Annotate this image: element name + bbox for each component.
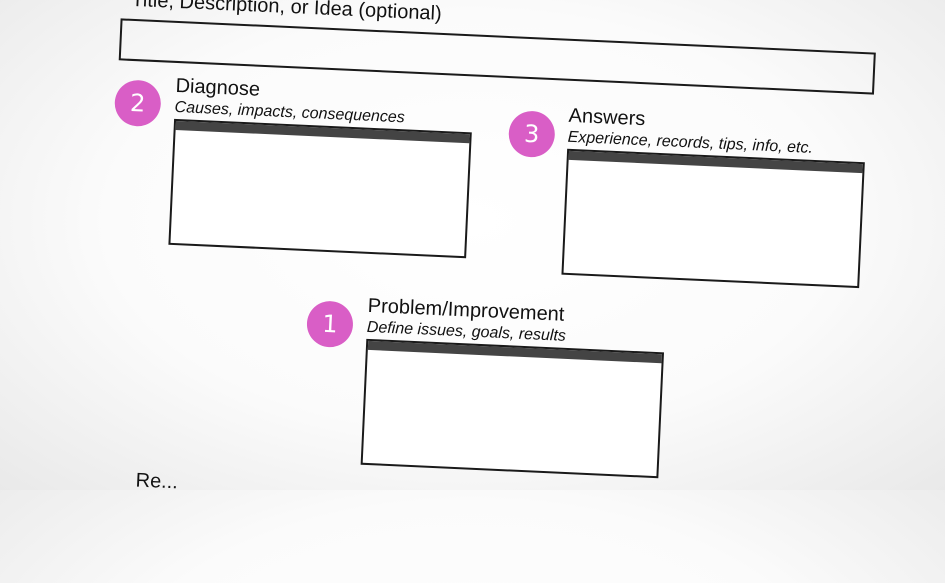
step-3-badge: 3	[507, 110, 556, 159]
step-1-badge: 1	[305, 300, 354, 349]
step-3-number: 3	[523, 119, 541, 149]
diagnose-title: Diagnose	[175, 74, 261, 101]
problem-box[interactable]	[360, 338, 665, 479]
problem-box-header	[367, 340, 662, 364]
step-2-badge: 2	[113, 79, 162, 128]
step-2-number: 2	[129, 88, 147, 118]
answers-box[interactable]	[561, 148, 865, 289]
cut-off-label: Re...	[135, 469, 179, 494]
answers-box-header	[568, 150, 863, 174]
diagnose-box-header	[175, 120, 470, 144]
diagnose-box[interactable]	[168, 118, 472, 259]
step-1-number: 1	[321, 309, 339, 339]
answers-title: Answers	[568, 104, 646, 131]
